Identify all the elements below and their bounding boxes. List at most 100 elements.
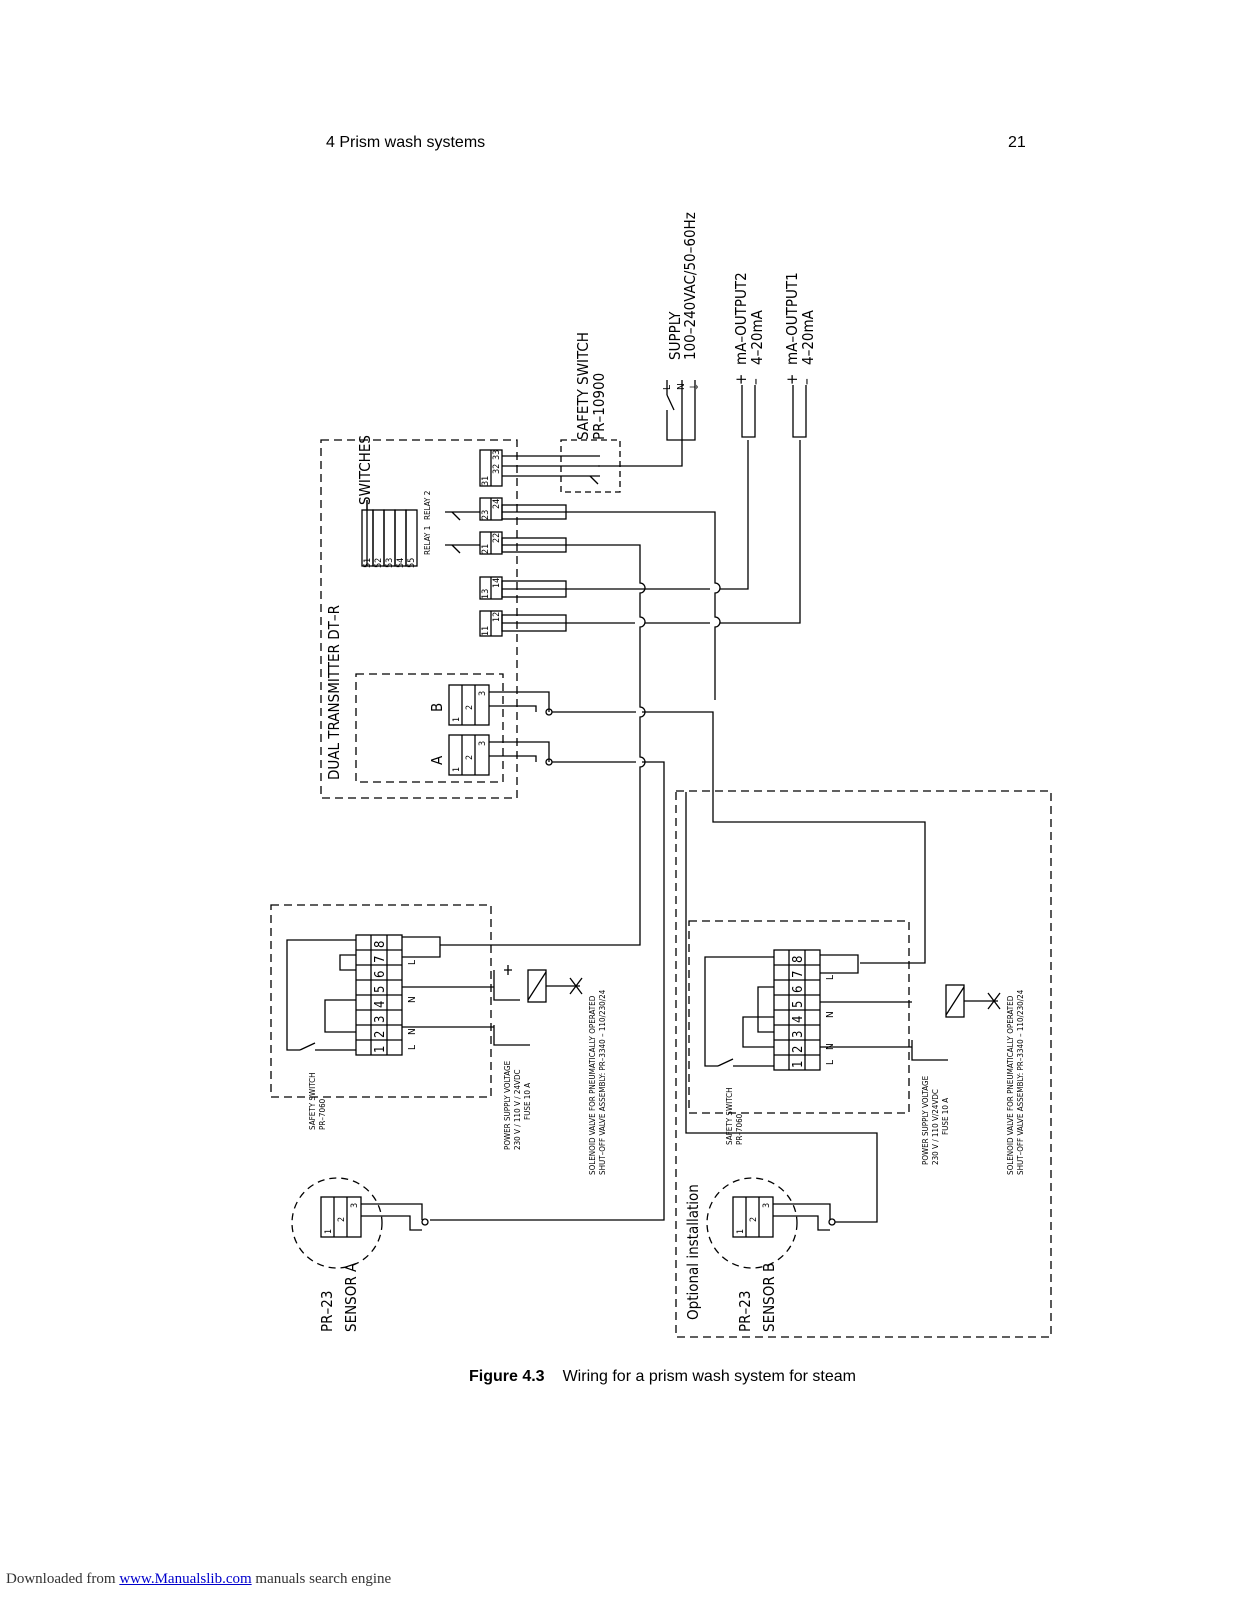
figure-caption: Figure 4.3 Wiring for a prism wash system… — [469, 1368, 856, 1386]
unit-b-n-top: N — [825, 1011, 836, 1018]
input-b-label: B — [428, 703, 446, 712]
output2-plus: + — [732, 374, 750, 385]
unit-b-n-bottom: N — [825, 1043, 836, 1050]
sensor-b-t1: 1 — [736, 1229, 746, 1234]
sensor-a-circle — [291, 1177, 383, 1269]
output1-title: mA–OUTPUT1 — [783, 272, 801, 365]
output1-minus: – — [797, 378, 815, 385]
input-b-t3: 3 — [478, 691, 488, 696]
terminal-22: 22 — [492, 533, 502, 543]
terminal-23: 23 — [481, 510, 491, 520]
terminal-11: 11 — [481, 626, 491, 636]
optional-label: Optional installation — [684, 1184, 702, 1320]
unit-a-n-bottom: N — [407, 1028, 418, 1035]
unit-a-t3: 3 — [373, 1016, 388, 1023]
control-unit-b-enclosure — [688, 920, 910, 1114]
psu-a-line2: 230 V / 110 V / 24VDC — [513, 1069, 522, 1150]
footer-suffix: manuals search engine — [251, 1571, 392, 1587]
psu-a-line1: POWER SUPPLY VOLTAGE — [503, 1060, 512, 1150]
manualslib-link[interactable]: www.Manualslib.com — [119, 1571, 252, 1587]
output1-spec: 4–20mA — [799, 309, 817, 365]
psu-b-line3: FUSE 10 A — [941, 1098, 950, 1135]
unit-b-t4: 4 — [791, 1016, 806, 1023]
transmitter-label: DUAL TRANSMITTER DT–R — [325, 605, 343, 780]
unit-a-t7: 7 — [373, 956, 388, 963]
switches-label: SWITCHES — [356, 435, 374, 505]
unit-a-t1: 1 — [373, 1046, 388, 1053]
unit-b-l-top: L — [825, 975, 836, 980]
input-a-t1: 1 — [452, 767, 462, 772]
supply-spec: 100–240VAC/50–60Hz — [681, 212, 699, 360]
figure-label: Figure 4.3 — [469, 1368, 545, 1385]
unit-a-t4: 4 — [373, 1001, 388, 1008]
supply-l: L — [662, 385, 673, 390]
input-a-t3: 3 — [478, 741, 488, 746]
sensor-b-circle — [706, 1177, 798, 1269]
safety-switch-b-part: PR–7060 — [735, 1113, 744, 1145]
footer-prefix: Downloaded from — [6, 1571, 120, 1587]
unit-b-t5: 5 — [791, 1001, 806, 1008]
input-b-t2: 2 — [465, 705, 475, 710]
psu-a-line3: FUSE 10 A — [523, 1083, 532, 1120]
relay2-label: RELAY 2 — [423, 491, 432, 520]
sensor-b-t2: 2 — [749, 1217, 759, 1222]
safety-switch-a-part: PR–7060 — [318, 1098, 327, 1130]
unit-a-t8: 8 — [373, 941, 388, 948]
unit-b-t8: 8 — [791, 956, 806, 963]
output2-minus: – — [746, 378, 764, 385]
psu-b-line2: 230 V / 110 V/24VDC — [931, 1089, 940, 1165]
safety-switch-title: SAFETY SWITCH — [574, 332, 592, 440]
terminal-33: 33 — [492, 450, 502, 460]
terminal-32: 32 — [492, 464, 502, 474]
unit-a-t6: 6 — [373, 971, 388, 978]
terminal-51: 51 — [363, 558, 373, 568]
figure-text: Wiring for a prism wash system for steam — [562, 1368, 856, 1385]
terminal-21: 21 — [481, 544, 491, 554]
terminal-24: 24 — [492, 499, 502, 509]
unit-a-t2: 2 — [373, 1031, 388, 1038]
unit-b-t6: 6 — [791, 986, 806, 993]
solenoid-a-line1: SOLENOID VALVE FOR PNEUMATICALLY OPERATE… — [588, 995, 597, 1175]
unit-a-n-top: N — [407, 996, 418, 1003]
unit-b-t2: 2 — [791, 1046, 806, 1053]
unit-a-t5: 5 — [373, 986, 388, 993]
control-unit-a-enclosure — [270, 904, 492, 1098]
sensor-a-name: SENSOR A — [342, 1262, 360, 1332]
sensor-a-t3: 3 — [350, 1203, 360, 1208]
supply-n: N — [676, 383, 687, 390]
unit-a-l-bottom: L — [407, 1045, 418, 1050]
safety-switch-b-label: SAFETY SWITCH — [725, 1087, 734, 1145]
transmitter-enclosure — [320, 439, 518, 799]
unit-b-l-bottom: L — [825, 1060, 836, 1065]
supply-earth: ⏚ — [689, 382, 701, 392]
sensor-a-t2: 2 — [337, 1217, 347, 1222]
terminal-31: 31 — [481, 476, 491, 486]
sensor-a-model: PR–23 — [318, 1291, 336, 1332]
download-footer: Downloaded from www.Manualslib.com manua… — [6, 1571, 391, 1588]
terminal-54: 54 — [396, 558, 406, 568]
sensor-b-model: PR–23 — [736, 1291, 754, 1332]
unit-b-t1: 1 — [791, 1061, 806, 1068]
unit-b-t3: 3 — [791, 1031, 806, 1038]
output1-plus: + — [783, 374, 801, 385]
input-a-t2: 2 — [465, 755, 475, 760]
terminal-52: 52 — [374, 558, 384, 568]
solenoid-b-line2: SHUT–OFF VALVE ASSEMBLY: PR–3340 – 110/2… — [1016, 989, 1025, 1175]
psu-b-line1: POWER SUPPLY VOLTAGE — [921, 1075, 930, 1165]
supply-title: SUPPLY — [666, 311, 684, 360]
unit-a-l-top: L — [407, 960, 418, 965]
terminal-12: 12 — [492, 612, 502, 622]
output2-spec: 4–20mA — [748, 309, 766, 365]
input-ab-enclosure — [355, 673, 504, 783]
safety-switch-part: PR–10900 — [590, 373, 608, 440]
safety-switch-a-label: SAFETY SWITCH — [308, 1072, 317, 1130]
terminal-13: 13 — [481, 589, 491, 599]
input-b-t1: 1 — [452, 717, 462, 722]
sensor-b-t3: 3 — [762, 1203, 772, 1208]
terminal-55: 55 — [407, 558, 417, 568]
section-header: 4 Prism wash systems — [326, 134, 486, 151]
optional-enclosure — [675, 790, 1052, 1338]
relay1-label: RELAY 1 — [423, 526, 432, 555]
solenoid-b-line1: SOLENOID VALVE FOR PNEUMATICALLY OPERATE… — [1006, 995, 1015, 1175]
